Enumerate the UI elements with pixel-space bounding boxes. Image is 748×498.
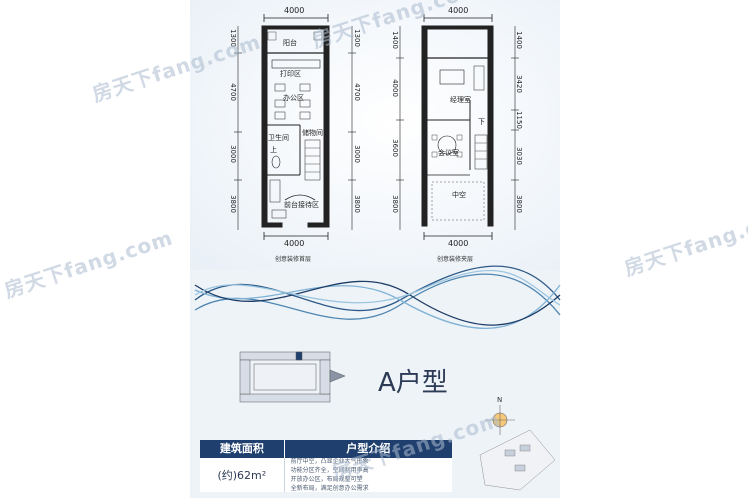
background-glow	[190, 0, 560, 270]
floor-plan-ground	[234, 14, 356, 240]
intro-text: 前厅中空，凸显企业大气形象 功能分区齐全，空间利用率高 开放办公区，布局规整可塑…	[285, 453, 375, 497]
plan-caption-ground: 创意装修首层	[275, 256, 312, 263]
dim-left-r3: 3000	[352, 145, 361, 163]
room-void: 中空	[452, 191, 466, 199]
floor-plan-mezzanine	[396, 14, 519, 240]
dim-right-l2: 4000	[390, 79, 399, 97]
room-manager: 经理室	[450, 96, 471, 104]
unit-type-title: A户型	[378, 368, 448, 398]
brochure-page	[190, 0, 560, 498]
dim-right-l4: 3800	[390, 195, 399, 213]
room-balcony: 阳台	[283, 39, 297, 47]
dim-right-r1: 1400	[514, 31, 523, 49]
room-wc: 卫生间	[268, 134, 289, 142]
room-office: 办公区	[283, 94, 304, 102]
dim-left-bottom: 4000	[284, 239, 305, 248]
room-print: 打印区	[280, 70, 301, 78]
dim-right-top: 4000	[448, 6, 469, 15]
compass-icon	[485, 405, 515, 435]
dim-left-l3: 3000	[228, 145, 237, 163]
room-reception: 前台接待区	[284, 201, 319, 209]
decorative-waves	[194, 265, 561, 329]
dim-left-r2: 4700	[352, 83, 361, 101]
building-key-plan	[239, 351, 346, 403]
dim-right-l3: 3600	[390, 139, 399, 157]
plan-caption-mezzanine: 创意装修夹层	[437, 256, 474, 263]
compass-north-label: N	[497, 396, 503, 404]
dim-left-l4: 3800	[228, 195, 237, 213]
header-area: 建筑面积	[200, 440, 285, 458]
intro-line: 功能分区齐全，空间利用率高	[290, 467, 369, 474]
room-storage: 储物间	[302, 129, 323, 137]
dim-left-top: 4000	[284, 6, 305, 15]
location-map	[479, 429, 556, 491]
dim-right-r2: 3420	[514, 75, 523, 93]
intro-line: 开放办公区，布局规整可塑	[290, 476, 363, 483]
dim-right-r5: 3800	[514, 195, 523, 213]
dim-left-r4: 3800	[352, 195, 361, 213]
area-value: (约)62m²	[200, 458, 285, 492]
table-header: 建筑面积 户型介绍	[200, 440, 452, 458]
intro-cell: 前厅中空，凸显企业大气形象 功能分区齐全，空间利用率高 开放办公区，布局规整可塑…	[285, 458, 452, 492]
dim-right-r3: 1150	[514, 111, 523, 129]
table-row: (约)62m² 前厅中空，凸显企业大气形象 功能分区齐全，空间利用率高 开放办公…	[200, 458, 452, 492]
dim-right-bottom: 4000	[448, 239, 469, 248]
intro-line: 全新布局，满足创意办公需求	[290, 485, 369, 492]
room-down: 下	[478, 118, 485, 126]
dim-right-l1: 1400	[390, 31, 399, 49]
header-intro: 户型介绍	[284, 440, 452, 458]
dim-left-l2: 4700	[228, 83, 237, 101]
intro-line: 前厅中空，凸显企业大气形象	[290, 458, 369, 465]
spec-table: 建筑面积 户型介绍 (约)62m² 前厅中空，凸显企业大气形象 功能分区齐全，空…	[200, 440, 452, 492]
room-up: 上	[270, 146, 277, 154]
room-meeting: 会议室	[438, 149, 459, 157]
dim-right-r4: 3030	[514, 147, 523, 165]
